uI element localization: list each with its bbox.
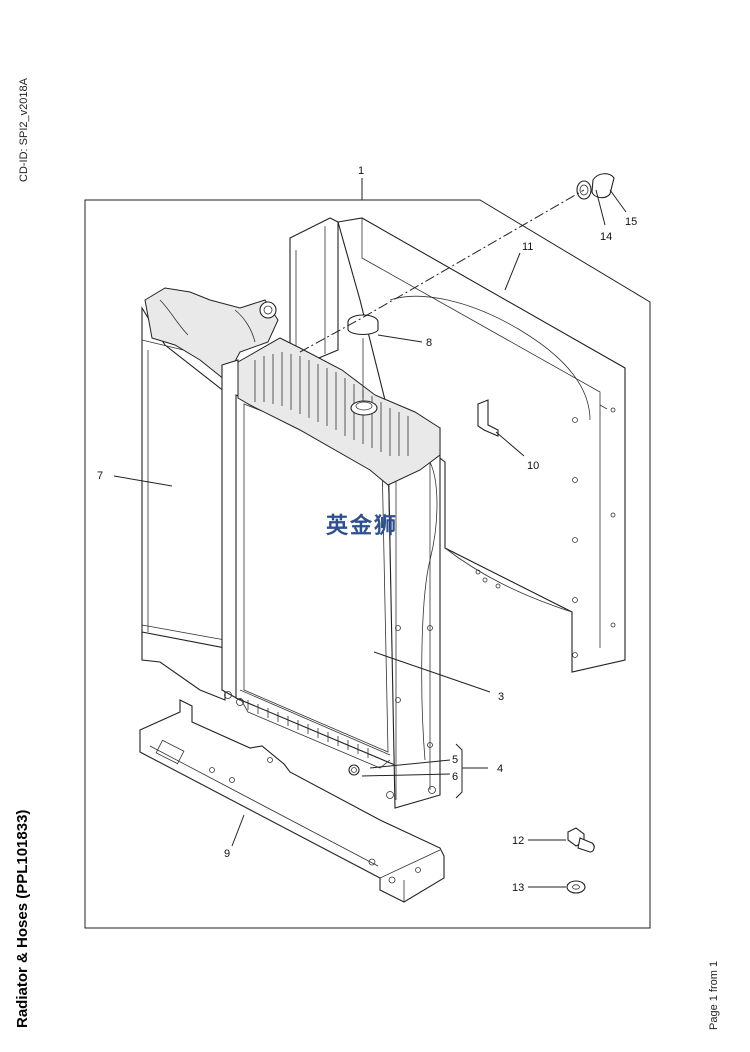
hose-and-clamp (576, 173, 615, 200)
leader-4-bracket (455, 743, 488, 799)
callout-1: 1 (358, 165, 364, 177)
drain-plug (348, 764, 360, 776)
leader-14 (595, 189, 606, 226)
callout-7: 7 (97, 470, 103, 482)
leader-8 (377, 334, 423, 343)
watermark: 英金狮 (326, 513, 398, 539)
leader-lines (113, 189, 627, 888)
top-tank-fins (254, 352, 409, 456)
washer (566, 880, 586, 894)
bolt (567, 827, 595, 853)
leader-3 (373, 651, 491, 693)
callout-13: 13 (512, 882, 524, 894)
callout-14: 14 (600, 231, 612, 243)
charge-air-cooler (141, 287, 279, 701)
centre-line (299, 189, 585, 353)
callout-8: 8 (426, 337, 432, 349)
leader-10 (495, 431, 525, 457)
callout-12: 12 (512, 835, 524, 847)
leader-7 (113, 475, 173, 487)
fan-shroud (289, 217, 626, 673)
radiator-cap (347, 314, 379, 398)
mounting-bracket (477, 399, 499, 437)
leader-6 (361, 773, 451, 777)
callout-3: 3 (498, 691, 504, 703)
radiator-top-tank (237, 337, 441, 486)
callout-11: 11 (522, 241, 533, 253)
leader-9 (231, 814, 245, 847)
core-fins-bottom (247, 700, 369, 758)
leader-11 (504, 252, 521, 291)
callout-15: 15 (625, 216, 637, 228)
callout-4: 4 (497, 763, 503, 775)
callout-5: 5 (452, 754, 458, 766)
leader-15 (609, 189, 627, 213)
radiator-core (221, 359, 441, 809)
bottom-mounting-rail (139, 699, 445, 903)
callout-6: 6 (452, 771, 458, 783)
callout-9: 9 (224, 848, 230, 860)
assembly-frame (84, 199, 651, 929)
leader-5 (369, 759, 451, 769)
callout-10: 10 (527, 460, 539, 472)
